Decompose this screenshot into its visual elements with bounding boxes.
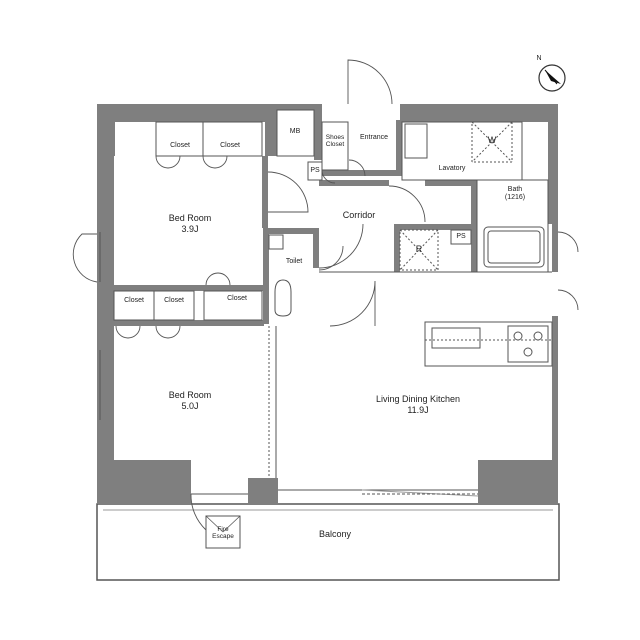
door-swings	[72, 59, 579, 531]
closet-label-5: Closet	[227, 295, 247, 302]
ldk-label: Living Dining Kitchen 11.9J	[375, 394, 461, 415]
compass-n-label: N	[536, 55, 542, 62]
compass-icon	[538, 64, 566, 92]
lavatory-label: Lavatory	[438, 165, 466, 172]
corridor-label: Corridor	[342, 210, 376, 220]
balcony-label: Balcony	[318, 529, 352, 539]
fridge-label: R	[415, 244, 423, 254]
mb-label: MB	[289, 128, 301, 135]
bath-label: Bath (1216)	[504, 186, 526, 201]
washer-label: W	[487, 135, 497, 145]
entrance-label: Entrance	[359, 134, 389, 141]
fire-escape-label: Fire Escape	[212, 526, 234, 540]
closet-label-4: Closet	[164, 297, 184, 304]
balcony-area	[96, 503, 560, 581]
closet-label-2: Closet	[220, 142, 240, 149]
toilet-label: Toilet	[285, 258, 303, 265]
exterior-walls	[97, 104, 558, 504]
fire-escape-hatch	[205, 515, 241, 549]
ps-label-2: PS	[456, 233, 466, 240]
bed-room-2-label: Bed Room 5.0J	[168, 390, 212, 411]
interior-lines	[99, 109, 553, 497]
shoes-closet-label: Shoes Closet	[325, 134, 345, 148]
closet-label-3: Closet	[124, 297, 144, 304]
ps-label-1: PS	[310, 167, 320, 174]
bed-room-1-label: Bed Room 3.9J	[168, 213, 212, 234]
closet-label-1: Closet	[170, 142, 190, 149]
